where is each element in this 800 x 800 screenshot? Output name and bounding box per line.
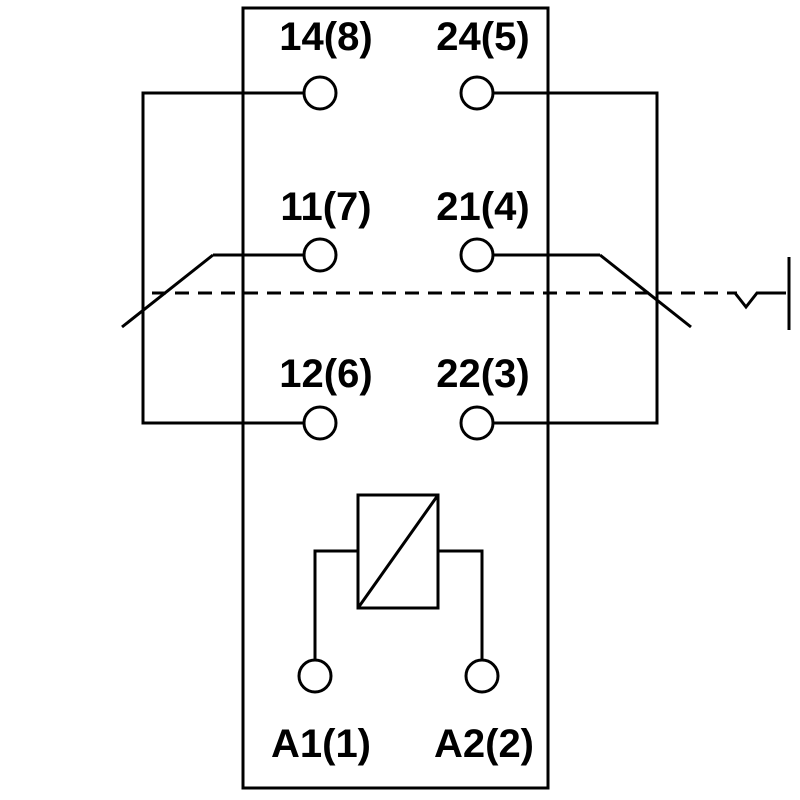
terminal-a1-circle [297,658,333,694]
coil-lead-a1 [313,549,358,660]
coil-symbol-diagonal [356,494,440,609]
pole1-outer-conductor [141,91,304,425]
terminal-24-circle [459,75,495,111]
terminal-a1-label: A1(1) [271,722,371,766]
terminal-14-label: 14(8) [279,15,372,59]
relay-body-outline [241,6,550,790]
pole2-outer-conductor [493,91,659,425]
coil-lead-a2 [438,549,484,660]
terminal-12-label: 12(6) [279,352,372,396]
terminal-11-label: 11(7) [280,185,371,229]
terminal-21-label: 21(4) [436,185,529,229]
terminal-11-circle [302,237,338,273]
pole1-switch-arm [121,253,214,329]
terminal-14-circle [302,75,338,111]
terminal-a2-label: A2(2) [434,722,534,766]
actuator-notch [733,291,786,310]
terminal-22-circle [459,405,495,441]
terminal-21-circle [459,237,495,273]
pole2-switch-arm [599,253,692,329]
terminal-24-label: 24(5) [436,15,529,59]
terminal-22-label: 22(3) [436,352,529,396]
terminal-12-circle [302,405,338,441]
terminal-a2-circle [464,658,500,694]
